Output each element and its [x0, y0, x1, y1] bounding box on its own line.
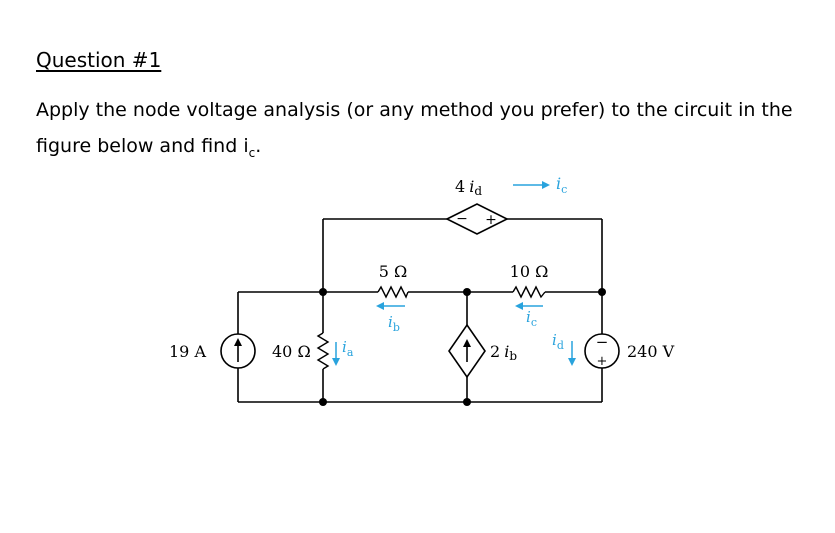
label-id-var: i [552, 331, 557, 349]
label-ic-middle-sub: c [531, 316, 537, 329]
dependent-current-source [448, 323, 486, 379]
label-ia-var: i [342, 338, 347, 356]
label-ia-sub: a [347, 346, 354, 359]
vsource-plus-sign: + [597, 354, 608, 369]
current-arrows [332, 181, 576, 366]
resistor-10-ohm [512, 285, 546, 299]
prompt-subscript: c [248, 145, 256, 160]
label-ic-top-sub: c [561, 183, 567, 196]
resistor-5-ohm [377, 285, 409, 299]
label-5-ohm: 5 Ω [379, 262, 408, 281]
label-40-ohm: 40 Ω [272, 342, 311, 361]
resistor-40-ohm [316, 332, 330, 370]
label-19a: 19 A [169, 342, 206, 361]
prompt-end: . [255, 135, 262, 157]
circuit-nodes [319, 288, 606, 406]
vsource-minus-sign: − [596, 333, 609, 351]
voltage-source-240v [584, 333, 620, 369]
label-ib-var: i [388, 313, 393, 331]
label-id-sub: d [557, 339, 564, 352]
question-prompt: Apply the node voltage analysis (or any … [36, 92, 816, 171]
label-ib: ib [388, 313, 400, 334]
label-2-ib-var: i [504, 342, 509, 361]
label-ic-top-var: i [556, 174, 561, 193]
label-id: id [552, 331, 564, 352]
current-source-19a [220, 333, 256, 369]
prompt-text: Apply the node voltage analysis (or any … [36, 99, 793, 157]
dvs-minus-sign: − [456, 211, 468, 227]
label-ic-middle: ic [526, 308, 537, 329]
label-ia: ia [342, 338, 354, 359]
label-10-ohm: 10 Ω [510, 262, 549, 281]
label-240v: 240 V [627, 342, 675, 361]
label-4-id-sub: d [474, 184, 482, 198]
dvs-plus-sign: + [485, 212, 497, 228]
label-2-ib-sub: b [509, 349, 517, 363]
dependent-voltage-source [445, 203, 509, 235]
label-ic-middle-var: i [526, 308, 531, 326]
label-2-ib-coef: 2 [490, 342, 500, 361]
label-ic-top: ic [556, 174, 567, 196]
circuit-wires [237, 218, 603, 403]
label-4-id-coef: 4 [455, 177, 465, 196]
label-4-id-var: i [469, 177, 474, 196]
question-heading: Question #1 [36, 48, 162, 72]
label-ib-sub: b [393, 321, 400, 334]
